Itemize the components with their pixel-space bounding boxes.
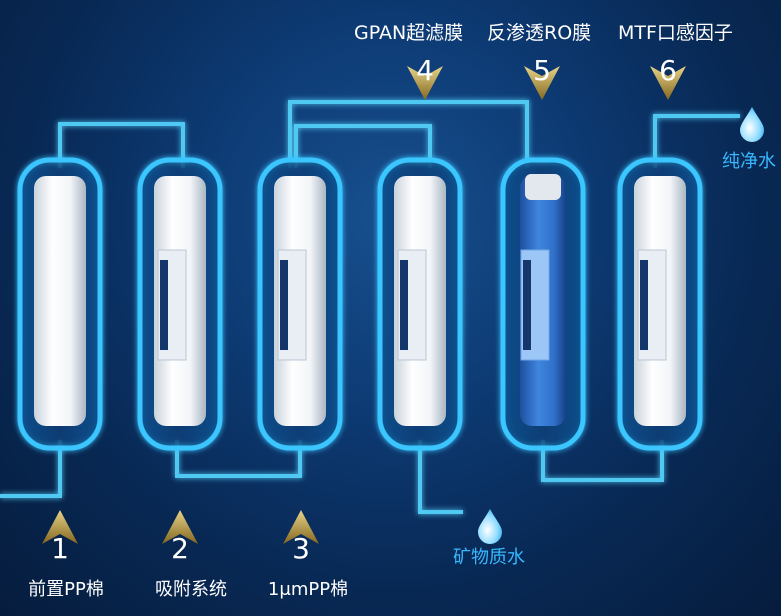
filter-capsules	[17, 157, 703, 451]
stage-arrows	[42, 66, 686, 544]
water-drop-icon	[740, 107, 764, 142]
triangle-arrow-icon	[650, 66, 686, 100]
cartridge-sticker-band	[640, 260, 648, 350]
filter-stage-2	[137, 157, 223, 451]
pipe-4-to-5	[288, 100, 529, 168]
triangle-arrow-icon	[42, 510, 78, 544]
filter-stage-1	[17, 157, 103, 451]
stage-label-1: 前置PP棉	[28, 579, 104, 600]
filter-stage-5	[500, 157, 586, 451]
triangle-arrow-icon	[162, 510, 198, 544]
pipe-4-mineral-out	[418, 440, 463, 514]
stage-label-4: GPAN超滤膜	[354, 22, 464, 44]
filter-stage-3	[257, 157, 343, 451]
cartridge-sticker-band	[523, 260, 531, 350]
stage-number-6: 6	[659, 54, 677, 87]
cartridge-sticker-band	[280, 260, 288, 350]
pipe-5-to-6	[541, 440, 664, 482]
pipe-6-pure-out	[653, 114, 740, 168]
stage-label-5: 反渗透RO膜	[487, 22, 592, 44]
stage-number-4: 4	[416, 54, 434, 87]
filter-stage-4	[377, 157, 463, 451]
stage-number-1: 1	[51, 532, 69, 565]
triangle-arrow-icon	[407, 66, 443, 100]
mineral-water-label: 矿物质水	[453, 547, 525, 568]
triangle-arrow-icon	[524, 66, 560, 100]
pipe-3-to-4	[294, 124, 432, 168]
triangle-arrow-icon	[283, 510, 319, 544]
stage-label-6: MTF口感因子	[618, 22, 733, 44]
pipe-inlet	[0, 440, 62, 498]
stage-label-3: 1μmPP棉	[267, 579, 349, 600]
cartridge-sticker-band	[160, 260, 168, 350]
cartridge-sticker-band	[400, 260, 408, 350]
stage-number-5: 5	[533, 54, 551, 87]
stage-number-3: 3	[292, 532, 310, 565]
pure-water-label: 纯净水	[722, 151, 776, 172]
water-drop-icon	[478, 509, 502, 544]
pipe-2-to-3	[175, 440, 302, 478]
stage-label-2: 吸附系统	[155, 579, 227, 600]
stage-number-2: 2	[171, 532, 189, 565]
pipe-1-to-2	[58, 122, 185, 168]
water-pipes	[0, 100, 740, 514]
ro-end-cap	[525, 174, 561, 200]
filter-cartridge	[34, 176, 86, 426]
filter-stage-6	[617, 157, 703, 451]
